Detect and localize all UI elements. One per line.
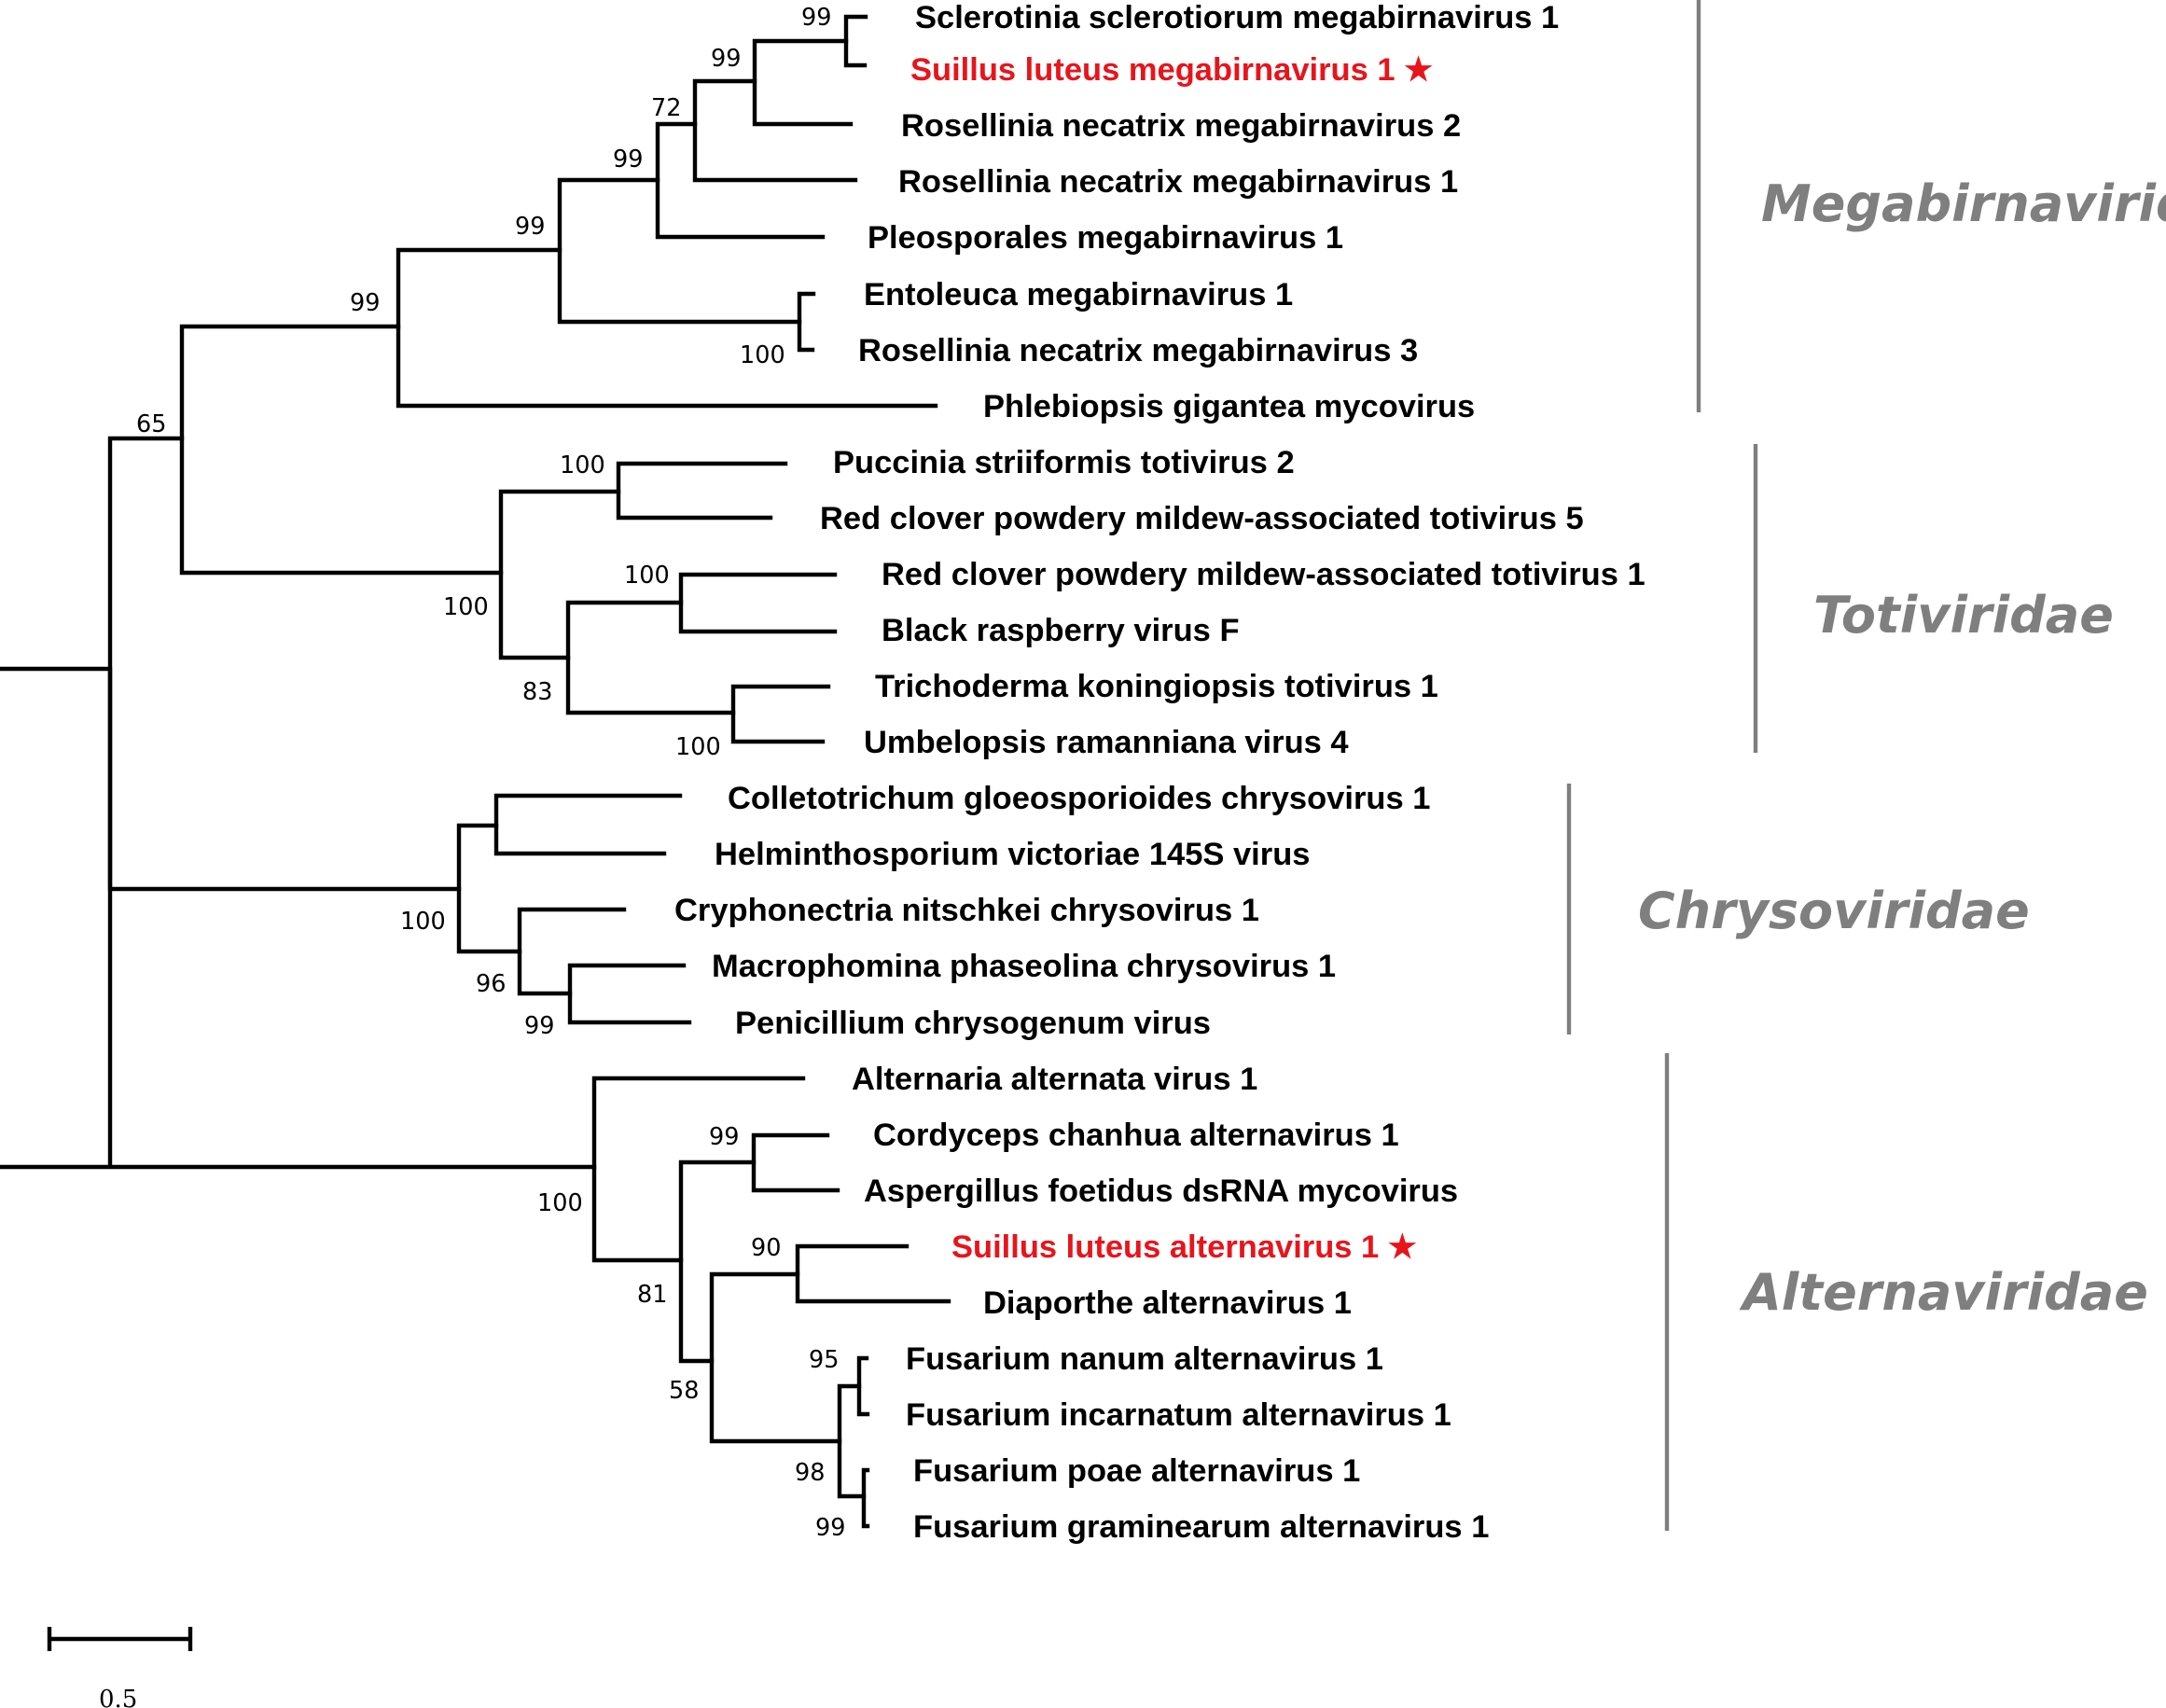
- taxon-label: Penicillium chrysogenum virus: [735, 1006, 1211, 1041]
- branch-node-d: [557, 177, 802, 325]
- star-icon: ★: [1404, 52, 1433, 88]
- branch-node-e: [655, 121, 826, 240]
- bootstrap-value: 95: [809, 1346, 839, 1374]
- branch-node-o: [456, 823, 522, 954]
- branch-node-j: [498, 489, 621, 660]
- tree-branches: [0, 14, 951, 1529]
- branch-node-v: [709, 1271, 842, 1444]
- branch-node-y: [856, 1355, 870, 1417]
- scale-bar-line: [47, 1627, 193, 1651]
- taxon-label: Red clover powdery mildew-associated tot…: [820, 501, 1584, 536]
- branch-node-l: [565, 600, 736, 715]
- bootstrap-value: 99: [524, 1012, 554, 1040]
- taxon-label: Fusarium graminearum alternavirus 1: [913, 1509, 1489, 1545]
- scale-bar-label: 0.5: [99, 1686, 137, 1708]
- taxon-label: Colletotrichum gloeosporioides chrysovir…: [728, 781, 1430, 816]
- bootstrap-value: 72: [651, 94, 681, 122]
- branch-node-k: [616, 461, 788, 521]
- bootstrap-value: 100: [624, 562, 670, 590]
- bootstrap-value: 100: [400, 908, 446, 936]
- branch-node-s: [591, 1076, 806, 1263]
- branch-node-g: [752, 38, 854, 127]
- taxon-label-highlighted: Suillus luteus megabirnavirus 1 ★: [910, 52, 1433, 88]
- taxon-label: Fusarium incarnatum alternavirus 1: [906, 1397, 1451, 1433]
- branch-node-m: [678, 572, 838, 634]
- branch-node-c: [396, 247, 938, 409]
- bootstrap-value: 90: [751, 1234, 781, 1262]
- branch-node-x: [837, 1383, 867, 1499]
- branch-node-w: [795, 1243, 951, 1304]
- bootstrap-value: 99: [711, 45, 741, 73]
- taxon-labels: Sclerotinia sclerotiorum megabirnavirus …: [674, 0, 1645, 1545]
- taxon-label: Cordyceps chanhua alternavirus 1: [873, 1118, 1399, 1153]
- branch-node-h: [843, 14, 868, 68]
- taxon-label: Aspergillus foetidus dsRNA mycovirus: [864, 1173, 1458, 1209]
- bootstrap-value: 65: [136, 410, 166, 438]
- taxon-label-highlighted: Suillus luteus alternavirus 1 ★: [951, 1229, 1417, 1265]
- taxon-label: Phlebiopsis gigantea mycovirus: [983, 389, 1475, 424]
- branch-node-r: [567, 963, 692, 1025]
- taxon-label: Trichoderma koningiopsis totivirus 1: [875, 669, 1438, 704]
- bootstrap-value: 81: [637, 1281, 667, 1309]
- bootstrap-value: 96: [476, 970, 506, 998]
- bootstrap-value: 99: [515, 213, 545, 241]
- taxon-label: Rosellinia necatrix megabirnavirus 3: [858, 333, 1418, 368]
- taxon-label: Cryphonectria nitschkei chrysovirus 1: [674, 893, 1259, 928]
- bootstrap-value: 99: [709, 1123, 739, 1151]
- family-brackets: [1566, 0, 1758, 1531]
- taxon-label: Pleosporales megabirnavirus 1: [868, 220, 1343, 256]
- taxon-label: Puccinia striiformis totivirus 2: [833, 445, 1295, 480]
- taxon-label: Entoleuca megabirnavirus 1: [864, 277, 1293, 312]
- branch-node-u: [751, 1132, 840, 1193]
- taxon-label: Alternaria alternata virus 1: [852, 1062, 1257, 1097]
- branch-node-b: [179, 324, 504, 576]
- branch-node-z: [861, 1467, 870, 1529]
- taxon-label: Rosellinia necatrix megabirnavirus 1: [898, 164, 1458, 200]
- branch-node-t: [678, 1159, 757, 1364]
- bootstrap-value: 99: [613, 146, 643, 174]
- branch-node-n: [730, 684, 831, 744]
- bootstrap-value: 98: [795, 1459, 825, 1487]
- taxon-label: Red clover powdery mildew-associated tot…: [882, 557, 1645, 592]
- taxon-label: Rosellinia necatrix megabirnavirus 2: [901, 108, 1461, 144]
- family-label-chrysoviridae: Chrysoviridae: [1638, 882, 2030, 940]
- branch-node-p: [493, 793, 683, 856]
- taxon-label: Macrophomina phaseolina chrysovirus 1: [712, 949, 1336, 984]
- bootstrap-value: 100: [443, 593, 489, 621]
- family-label-alternaviridae: Alternaviridae: [1739, 1263, 2148, 1322]
- family-labels: Megabirnaviridae Totiviridae Chrysovirid…: [1638, 174, 2166, 1322]
- star-icon: ★: [1388, 1229, 1417, 1265]
- bootstrap-value: 100: [675, 733, 721, 761]
- bootstrap-value: 100: [740, 341, 785, 369]
- family-label-totiviridae: Totiviridae: [1813, 586, 2114, 645]
- taxon-label: Fusarium poae alternavirus 1: [913, 1453, 1360, 1489]
- taxon-label: Diaporthe alternavirus 1: [983, 1285, 1352, 1321]
- taxon-label: Sclerotinia sclerotiorum megabirnavirus …: [915, 0, 1559, 35]
- bootstrap-value: 100: [560, 451, 605, 479]
- bootstrap-value: 99: [815, 1514, 845, 1542]
- bootstrap-value: 58: [669, 1377, 699, 1405]
- branch-node-i: [797, 291, 816, 353]
- taxon-label: Umbelopsis ramanniana virus 4: [864, 725, 1349, 760]
- branch-node-65: [107, 436, 462, 892]
- branch-node-q: [517, 907, 627, 996]
- bootstrap-value: 99: [350, 289, 380, 317]
- scale-bar: 0.5: [47, 1627, 193, 1708]
- taxon-label: Helminthosporium victoriae 145S virus: [715, 837, 1310, 872]
- taxon-label: Black raspberry virus F: [882, 613, 1240, 648]
- bootstrap-value: 99: [801, 4, 831, 32]
- bootstrap-values: 99 99 72 99 99 99 65 100 100 100 100 83 …: [136, 4, 845, 1542]
- bootstrap-value: 83: [522, 678, 552, 706]
- family-label-megabirnaviridae: Megabirnaviridae: [1761, 174, 2166, 233]
- branch-root: [0, 666, 597, 1170]
- bootstrap-value: 100: [537, 1189, 583, 1217]
- taxon-label: Fusarium nanum alternavirus 1: [906, 1341, 1383, 1377]
- branch-node-f: [692, 78, 858, 183]
